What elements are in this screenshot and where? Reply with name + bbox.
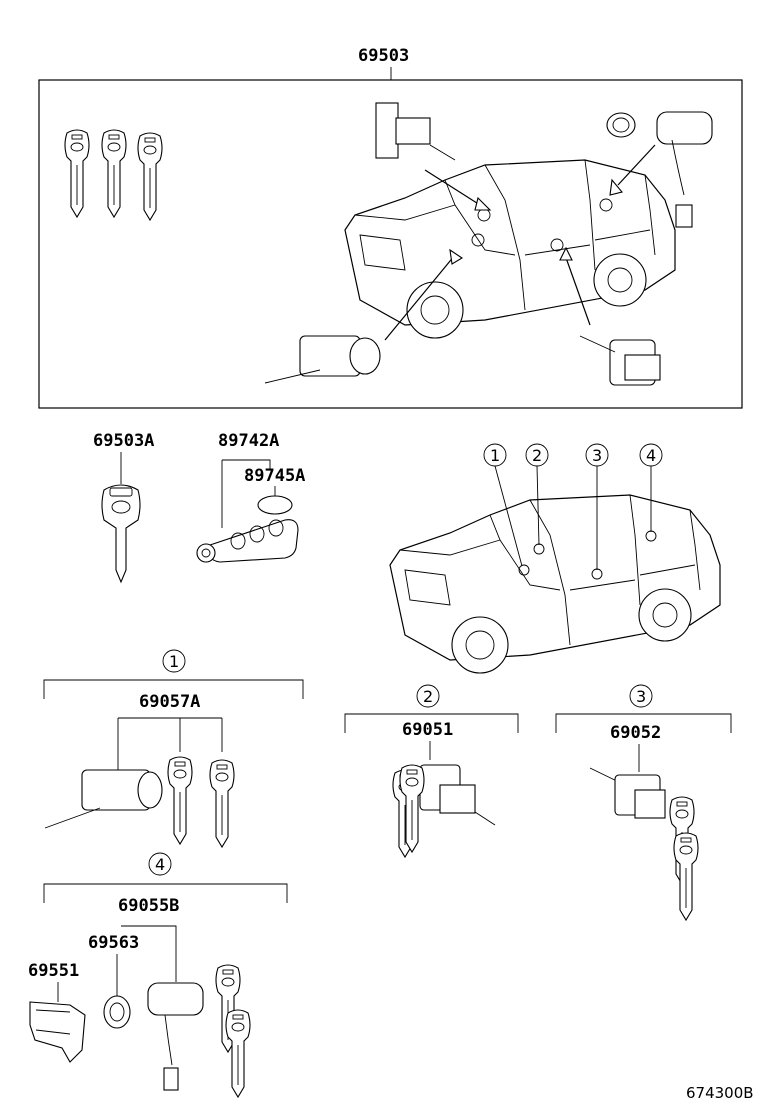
location-vehicle-illustration	[389, 494, 721, 674]
battery-illustration	[257, 495, 293, 515]
top-group-part-number: 69503	[358, 46, 409, 66]
group-4-sub-part-69563: 69563	[88, 933, 139, 953]
key-69503A-illustration	[101, 484, 141, 584]
group-2-marker: 2	[423, 687, 433, 706]
transmitter-part-number: 89742A	[218, 431, 279, 451]
location-marker-4: 4	[646, 446, 656, 465]
location-marker-2: 2	[532, 446, 542, 465]
group-1-ignition-cylinder-illustration	[44, 756, 235, 848]
group-4-cylinder-69055B-illustration	[147, 964, 251, 1098]
battery-part-number: 89745A	[244, 466, 305, 486]
group-4-leader-lines	[121, 925, 177, 982]
transmitter-illustration	[196, 519, 299, 563]
top-lock-assembly-lower-right-illustration	[559, 246, 661, 386]
group-2-bracket	[344, 713, 519, 733]
group-4-sub-part-69551: 69551	[28, 961, 79, 981]
group-4-ring-69563-illustration	[103, 995, 131, 1029]
group-1-part-number: 69057A	[139, 692, 200, 712]
top-group-frame	[38, 79, 743, 409]
group-4-bracket	[43, 883, 288, 903]
group-4-bracket-69551-illustration	[29, 1001, 86, 1063]
group-2-marker-circle	[416, 684, 440, 708]
location-marker-3: 3	[592, 446, 602, 465]
group-1-marker-circle	[162, 649, 186, 673]
top-keys-illustration	[64, 129, 163, 221]
group-4-part-number: 69055B	[118, 896, 179, 916]
group-3-marker-circle	[629, 684, 653, 708]
diagram-code: 674300B	[686, 1084, 754, 1102]
group-1-leader-lines	[117, 717, 223, 770]
group-4-marker-circle	[148, 852, 172, 876]
location-marker-1: 1	[490, 446, 500, 465]
key-part-number: 69503A	[93, 431, 154, 451]
top-vehicle-illustration	[344, 159, 676, 339]
group-3-part-number: 69052	[610, 723, 661, 743]
group-4-marker: 4	[155, 855, 165, 874]
transmitter-leader-line	[221, 459, 271, 528]
group-3-bracket	[555, 713, 732, 733]
group-3-marker: 3	[636, 687, 646, 706]
group-2-door-lock-illustration	[392, 764, 496, 858]
group-3-door-lock-illustration	[589, 767, 699, 921]
group-1-marker: 1	[169, 652, 179, 671]
top-lock-assembly-lower-left-illustration	[264, 248, 464, 384]
top-door-lock-upper-illustration	[375, 102, 492, 211]
location-leader-lines	[494, 465, 657, 580]
group-1-bracket	[43, 679, 304, 699]
top-ignition-cylinder-illustration	[606, 111, 713, 228]
group-2-part-number: 69051	[402, 720, 453, 740]
